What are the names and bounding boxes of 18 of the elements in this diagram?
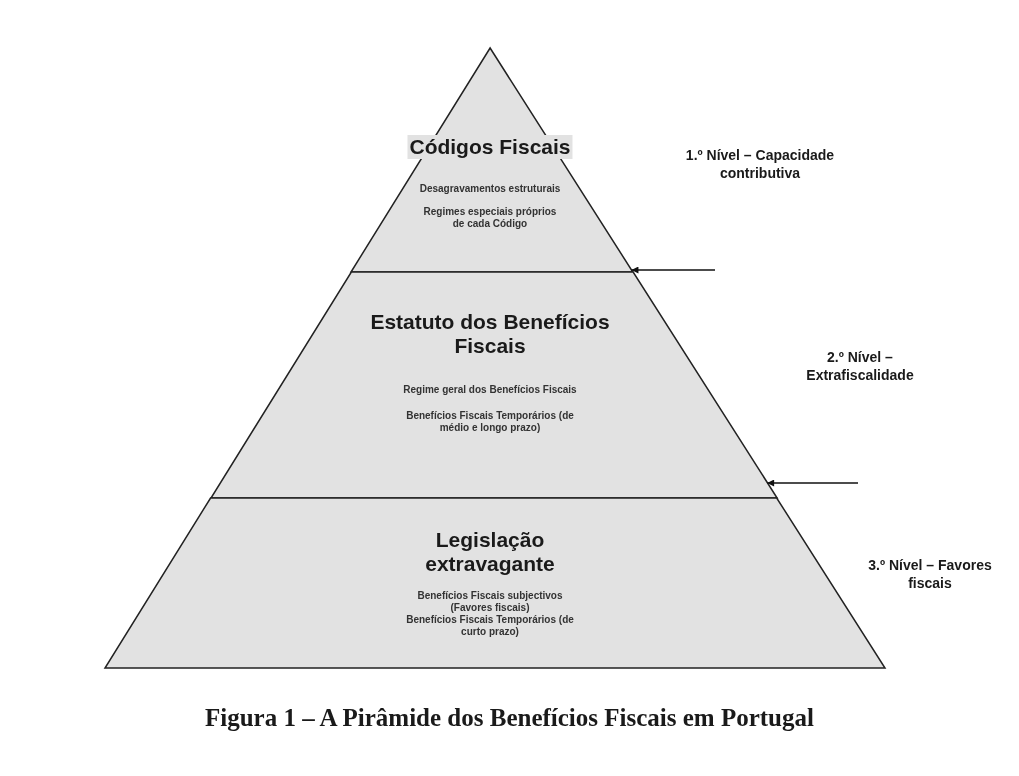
pyramid-tier	[350, 48, 633, 272]
tier-text: Benefícios Fiscais Temporários (de médio e longo prazo)	[405, 410, 575, 434]
tier-heading: Códigos Fiscais	[407, 135, 573, 159]
tier-text: Regimes especiais próprios de cada Código	[422, 206, 558, 230]
level-label: 1.º Nível – Capacidade contributiva	[684, 146, 836, 182]
arrow	[766, 479, 859, 487]
tier-text: Benefícios Fiscais Temporários (de curto prazo)	[405, 614, 575, 638]
level-label: 3.º Nível – Favores fiscais	[867, 556, 993, 592]
tier-text: Benefícios Fiscais subjectivos (Favores fiscais)	[416, 590, 564, 614]
pyramid-tier	[210, 272, 777, 498]
tier-heading: Estatuto dos Benefícios Fiscais	[369, 310, 611, 358]
level-label: 2.º Nível – Extrafiscalidade	[805, 348, 915, 384]
arrow	[630, 266, 716, 274]
tier-text: Desagravamentos estruturais	[418, 183, 562, 195]
figure-caption: Figura 1 – A Pirâmide dos Benefícios Fiscais em Portugal	[204, 704, 815, 732]
tier-text: Regime geral dos Benefícios Fiscais	[402, 384, 578, 396]
pyramid-tier	[105, 498, 885, 668]
tier-heading: Legislação extravagante	[424, 528, 556, 576]
